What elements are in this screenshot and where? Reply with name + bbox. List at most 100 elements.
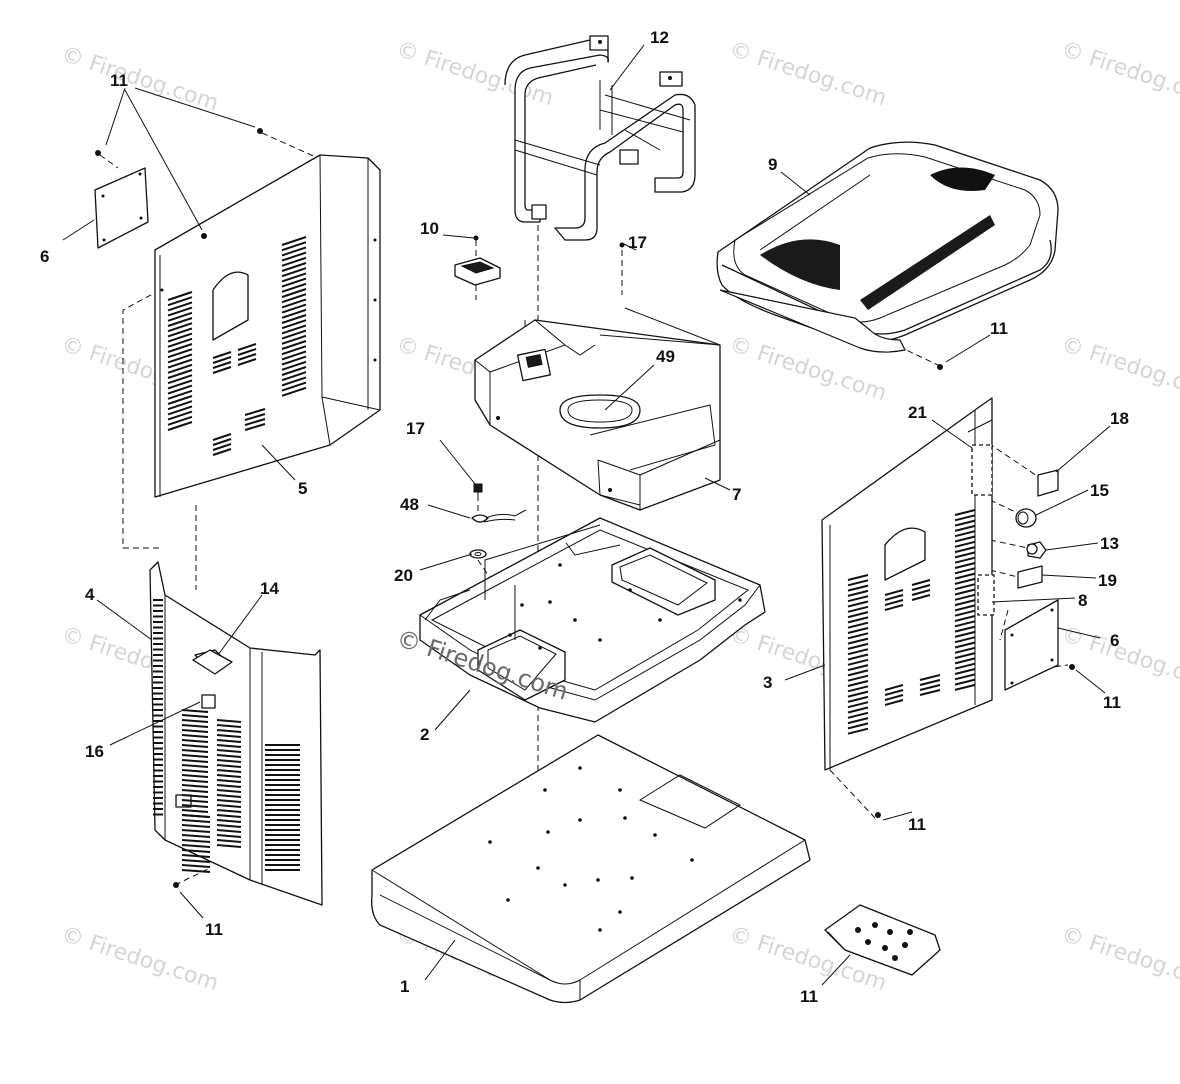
vent-slot — [181, 849, 211, 853]
vent-slot — [181, 859, 211, 863]
vent-slot — [181, 749, 209, 753]
vent-slot — [954, 620, 976, 628]
vent-slot — [919, 684, 941, 691]
vent-slot — [216, 779, 242, 783]
vent-slot — [954, 577, 976, 585]
vent-slot — [167, 415, 193, 426]
callout-17: 17 — [628, 233, 647, 252]
vent-slot — [281, 376, 307, 387]
vent-slot — [167, 353, 193, 364]
vent-slot — [884, 599, 904, 606]
vent-slot — [181, 829, 211, 833]
vent-slot — [181, 869, 211, 873]
vent-slot — [212, 433, 232, 441]
vent-slot — [847, 701, 869, 709]
vent-slot — [281, 236, 307, 246]
callout-7: 7 — [732, 485, 741, 504]
vent-slot — [954, 514, 976, 522]
callout-5: 5 — [298, 479, 307, 498]
callout-11: 11 — [990, 319, 1008, 338]
vent-slot — [954, 668, 976, 675]
callout-9: 9 — [768, 155, 777, 174]
callout-1: 1 — [400, 977, 409, 996]
vent-slot — [212, 361, 232, 369]
vent-slot — [847, 632, 869, 640]
vent-slot — [919, 674, 941, 681]
vent-slot — [281, 345, 307, 356]
vent-slots — [153, 236, 976, 873]
vent-slot — [237, 348, 257, 356]
vent-slot — [954, 535, 976, 543]
callout-11: 11 — [205, 920, 223, 939]
vent-slot — [847, 595, 869, 603]
vent-slot — [954, 652, 976, 660]
vent-slot — [884, 589, 904, 596]
watermark: © Firedog.com — [1058, 37, 1180, 111]
vent-slot — [167, 337, 193, 348]
vent-slot — [954, 567, 976, 575]
vent-slot — [847, 706, 869, 714]
vent-slot — [216, 789, 242, 793]
vent-slot — [167, 322, 193, 333]
vent-slot — [281, 381, 307, 392]
vent-slot — [167, 363, 193, 374]
vent-slot — [281, 246, 307, 257]
leader-lines — [62, 44, 1111, 986]
callout-20: 20 — [394, 566, 413, 585]
vent-slot — [954, 551, 976, 559]
vent-slot — [244, 418, 266, 426]
vent-slot — [181, 819, 211, 823]
vent-slot — [281, 262, 307, 272]
vent-slot — [167, 311, 193, 322]
vent-slot — [216, 809, 242, 813]
vent-slot — [281, 319, 307, 330]
vent-slot — [954, 546, 976, 554]
vent-slot — [954, 519, 976, 527]
vent-slot — [847, 627, 869, 634]
vent-slot — [281, 329, 307, 340]
vent-slot — [954, 562, 976, 569]
vent-slot — [167, 405, 193, 416]
vent-slot — [954, 683, 976, 691]
vent-slot — [167, 343, 193, 353]
vent-slot — [281, 308, 307, 319]
callout-11: 11 — [1103, 693, 1121, 712]
vent-slot — [847, 648, 869, 656]
vent-slot — [216, 794, 242, 798]
screw-17-top — [619, 242, 625, 248]
side-panel-part-4 — [149, 561, 323, 906]
vent-slot — [847, 680, 869, 687]
right-components — [1015, 469, 1059, 589]
vent-slot — [244, 423, 266, 431]
vent-slot — [911, 589, 931, 596]
callout-12: 12 — [650, 28, 669, 47]
callout-11: 11 — [110, 71, 128, 90]
callout-8: 8 — [1078, 591, 1087, 610]
vent-slot — [847, 695, 869, 703]
vent-slot — [847, 674, 869, 682]
vent-slot — [167, 358, 193, 369]
screw-bag-part-11 — [824, 904, 941, 976]
vent-slot — [181, 754, 209, 758]
vent-slot — [847, 653, 869, 661]
watermark: © Firedog.com — [58, 42, 221, 116]
vent-slot — [847, 574, 869, 581]
vent-slot — [216, 839, 242, 843]
vent-slot — [954, 599, 976, 607]
vent-slot — [281, 386, 307, 397]
vent-slot — [216, 749, 242, 753]
vent-slot — [181, 854, 211, 858]
vent-slot — [181, 709, 209, 713]
callout-2: 2 — [420, 725, 429, 744]
callout-3: 3 — [763, 673, 772, 692]
vent-slot — [181, 784, 209, 788]
vent-slot — [281, 277, 307, 288]
lid-part-9 — [716, 141, 1059, 353]
vent-slot — [237, 353, 257, 361]
vent-slot — [281, 288, 307, 298]
vent-slot — [212, 366, 232, 374]
vent-slot — [181, 839, 211, 843]
vent-slot — [181, 739, 209, 743]
vent-slot — [847, 621, 869, 629]
